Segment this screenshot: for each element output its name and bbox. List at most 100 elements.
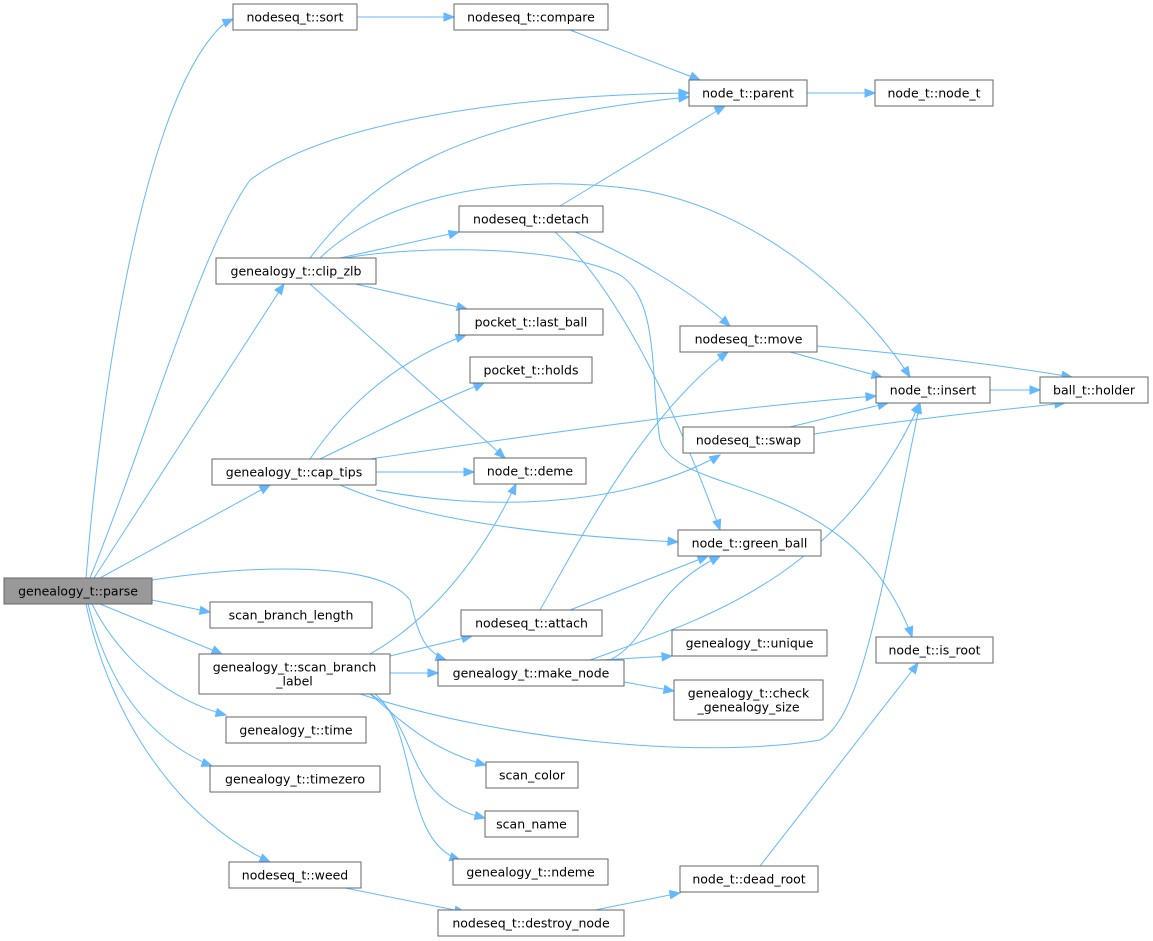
node-box	[215, 257, 377, 285]
edge-compare-parent	[569, 29, 702, 81]
arrowhead-icon	[719, 315, 732, 327]
edge-parent-nodet	[807, 88, 877, 98]
edge-line	[85, 603, 271, 863]
node-last-ball[interactable]: pocket_t::last_ball	[458, 308, 604, 336]
node-swap[interactable]: nodeseq_t::swap	[682, 426, 815, 454]
node-box	[198, 653, 391, 695]
arrowhead-icon	[688, 71, 702, 81]
node-box	[469, 356, 593, 384]
node-parent[interactable]: node_t::parent	[688, 79, 808, 107]
node-label: genealogy_t::time	[239, 723, 352, 738]
node-holds[interactable]: pocket_t::holds	[469, 356, 593, 384]
node-weed[interactable]: nodeseq_t::weed	[228, 861, 362, 889]
node-label: nodeseq_t::move	[695, 332, 803, 347]
node-scan-color[interactable]: scan_color	[485, 761, 579, 789]
node-is-root[interactable]: node_t::is_root	[875, 636, 994, 664]
arrowhead-icon	[258, 484, 272, 495]
arrowhead-icon	[210, 645, 224, 655]
node-box	[3, 577, 153, 605]
node-box	[460, 609, 603, 637]
arrowhead-icon	[454, 333, 468, 343]
node-holder[interactable]: ball_t::holder	[1039, 376, 1149, 404]
node-attach[interactable]: nodeseq_t::attach	[460, 609, 603, 637]
edge-line	[309, 96, 690, 259]
arrowhead-icon	[494, 447, 507, 459]
node-dead-root[interactable]: node_t::dead_root	[679, 865, 819, 893]
node-box	[437, 909, 625, 937]
edge-parse-cap	[99, 484, 272, 579]
node-parse[interactable]: genealogy_t::parse	[3, 577, 153, 605]
node-box	[211, 458, 377, 486]
arrowhead-icon	[474, 757, 488, 768]
arrowhead-icon	[678, 93, 691, 103]
node-box	[875, 376, 991, 404]
node-box	[874, 79, 994, 107]
node-make-node[interactable]: genealogy_t::make_node	[437, 659, 625, 687]
edge-make-unique	[599, 652, 674, 662]
node-deme[interactable]: node_t::deme	[473, 457, 587, 485]
edge-move-holder	[816, 345, 1074, 380]
node-move[interactable]: nodeseq_t::move	[679, 325, 818, 353]
edge-parse-clip	[93, 282, 285, 579]
arrowhead-icon	[427, 668, 440, 678]
edge-detach-parent	[559, 105, 727, 207]
node-scan-name[interactable]: scan_name	[484, 810, 579, 838]
arrowhead-icon	[696, 555, 710, 565]
node-label: genealogy_t::make_node	[453, 666, 610, 681]
node-unique[interactable]: genealogy_t::unique	[671, 629, 828, 657]
arrowhead-icon	[900, 365, 911, 379]
edge-line	[375, 454, 721, 503]
edge-clip-parent	[309, 93, 691, 259]
node-label: pocket_t::last_ball	[475, 315, 588, 330]
edge-cap-green	[339, 484, 680, 546]
edge-line	[599, 655, 673, 661]
node-box	[209, 765, 381, 793]
edge-line	[369, 395, 877, 460]
arrowhead-icon	[214, 707, 228, 718]
node-insert[interactable]: node_t::insert	[875, 376, 991, 404]
node-label: nodeseq_t::weed	[242, 868, 348, 883]
node-detach[interactable]: nodeseq_t::detach	[458, 205, 604, 233]
node-destroy-node[interactable]: nodeseq_t::destroy_node	[437, 909, 625, 937]
node-timezero[interactable]: genealogy_t::timezero	[209, 765, 381, 793]
node-node-t-ctor[interactable]: node_t::node_t	[874, 79, 994, 107]
edge-line	[539, 351, 729, 611]
edge-dead-isroot	[759, 661, 919, 867]
arrowhead-icon	[198, 605, 212, 615]
edge-line	[89, 92, 690, 579]
node-scan-branch-label[interactable]: genealogy_t::scan_branch_label	[198, 653, 391, 695]
node-scan-branch-length[interactable]: scan_branch_length	[209, 601, 373, 629]
edge-line	[559, 105, 726, 207]
node-check-size[interactable]: genealogy_t::check_genealogy_size	[673, 679, 824, 721]
edge-insert-holder	[990, 385, 1042, 395]
arrowhead-icon	[507, 482, 517, 496]
node-clip-zlb[interactable]: genealogy_t::clip_zlb	[215, 257, 377, 285]
arrowhead-icon	[473, 810, 487, 821]
edge-sblabel-insert	[359, 401, 923, 749]
node-label: _genealogy_size	[696, 700, 799, 715]
node-box	[673, 679, 824, 721]
edge-cap-deme	[376, 467, 476, 477]
edge-cap-holds	[319, 382, 486, 460]
edge-sblabel-make	[390, 668, 440, 678]
node-box	[232, 3, 358, 31]
edge-sort-compare	[357, 12, 456, 22]
edge-make-check	[623, 681, 676, 694]
node-time[interactable]: genealogy_t::time	[225, 716, 367, 744]
arrowhead-icon	[661, 652, 674, 662]
node-cap-tips[interactable]: genealogy_t::cap_tips	[211, 458, 377, 486]
node-compare[interactable]: nodeseq_t::compare	[453, 3, 609, 31]
edge-move-insert	[789, 351, 884, 380]
edge-line	[319, 382, 485, 460]
edge-line	[589, 402, 921, 661]
edge-line	[87, 603, 213, 767]
edge-attach-green	[569, 555, 710, 611]
node-ndeme[interactable]: genealogy_t::ndeme	[452, 858, 609, 886]
node-label: node_t::green_ball	[692, 536, 808, 551]
edge-line	[813, 402, 1066, 435]
edge-swap-insert	[789, 400, 890, 428]
node-green-ball[interactable]: node_t::green_ball	[677, 529, 822, 557]
edge-clip-deme	[309, 283, 507, 459]
node-sort[interactable]: nodeseq_t::sort	[232, 3, 358, 31]
